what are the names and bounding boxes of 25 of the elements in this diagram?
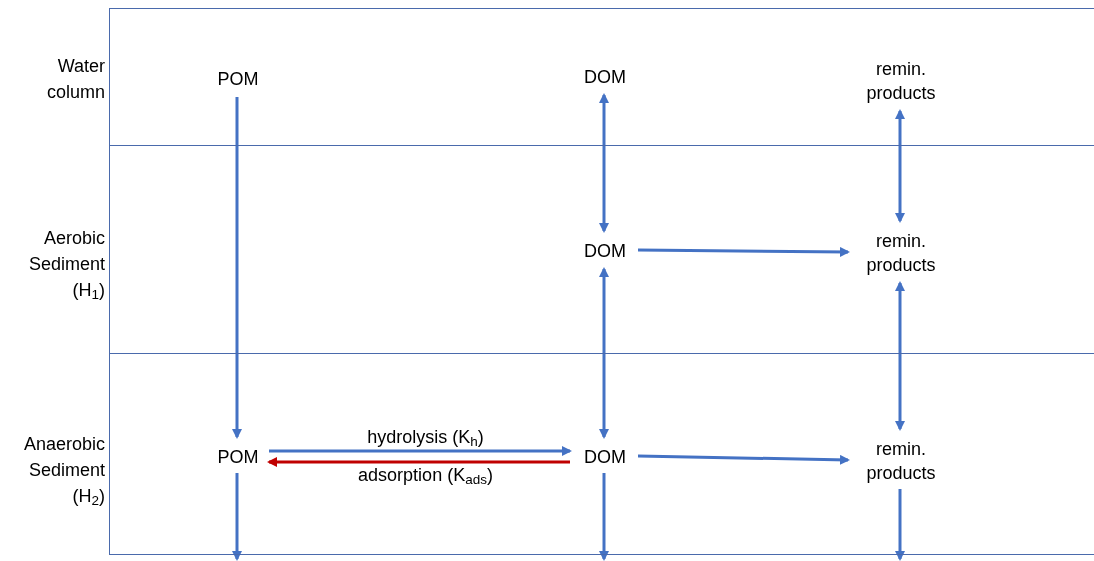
pool-label: remin. products (851, 434, 951, 488)
arrow (599, 473, 609, 561)
arrow (638, 246, 850, 257)
arrow (637, 454, 850, 465)
pool-label: DOM (573, 62, 637, 92)
arrow (895, 281, 905, 431)
arrow (599, 267, 609, 439)
edge-label: adsorption (K$_{ads}$) (357, 464, 494, 486)
pool-label: remin. products (851, 226, 951, 280)
edge-label: hydrolysis (K$_{h}$) (366, 426, 485, 448)
arrow (895, 109, 905, 223)
arrow (895, 489, 905, 561)
zone-heading: Anaerobic Sediment (H$_{2}$) (22, 433, 105, 509)
zone-heading: Aerobic Sediment (H$_{1}$) (27, 227, 105, 303)
pool-label: remin. products (851, 54, 951, 108)
pool-label: DOM (573, 442, 637, 472)
arrow (267, 457, 570, 467)
pool-label: DOM (573, 236, 637, 266)
arrow (232, 97, 242, 439)
arrow (269, 446, 572, 456)
arrow (232, 473, 242, 561)
arrow (599, 93, 609, 233)
pool-label: POM (208, 442, 268, 472)
pool-label: POM (208, 64, 268, 94)
zone-heading: Water column (45, 55, 105, 104)
